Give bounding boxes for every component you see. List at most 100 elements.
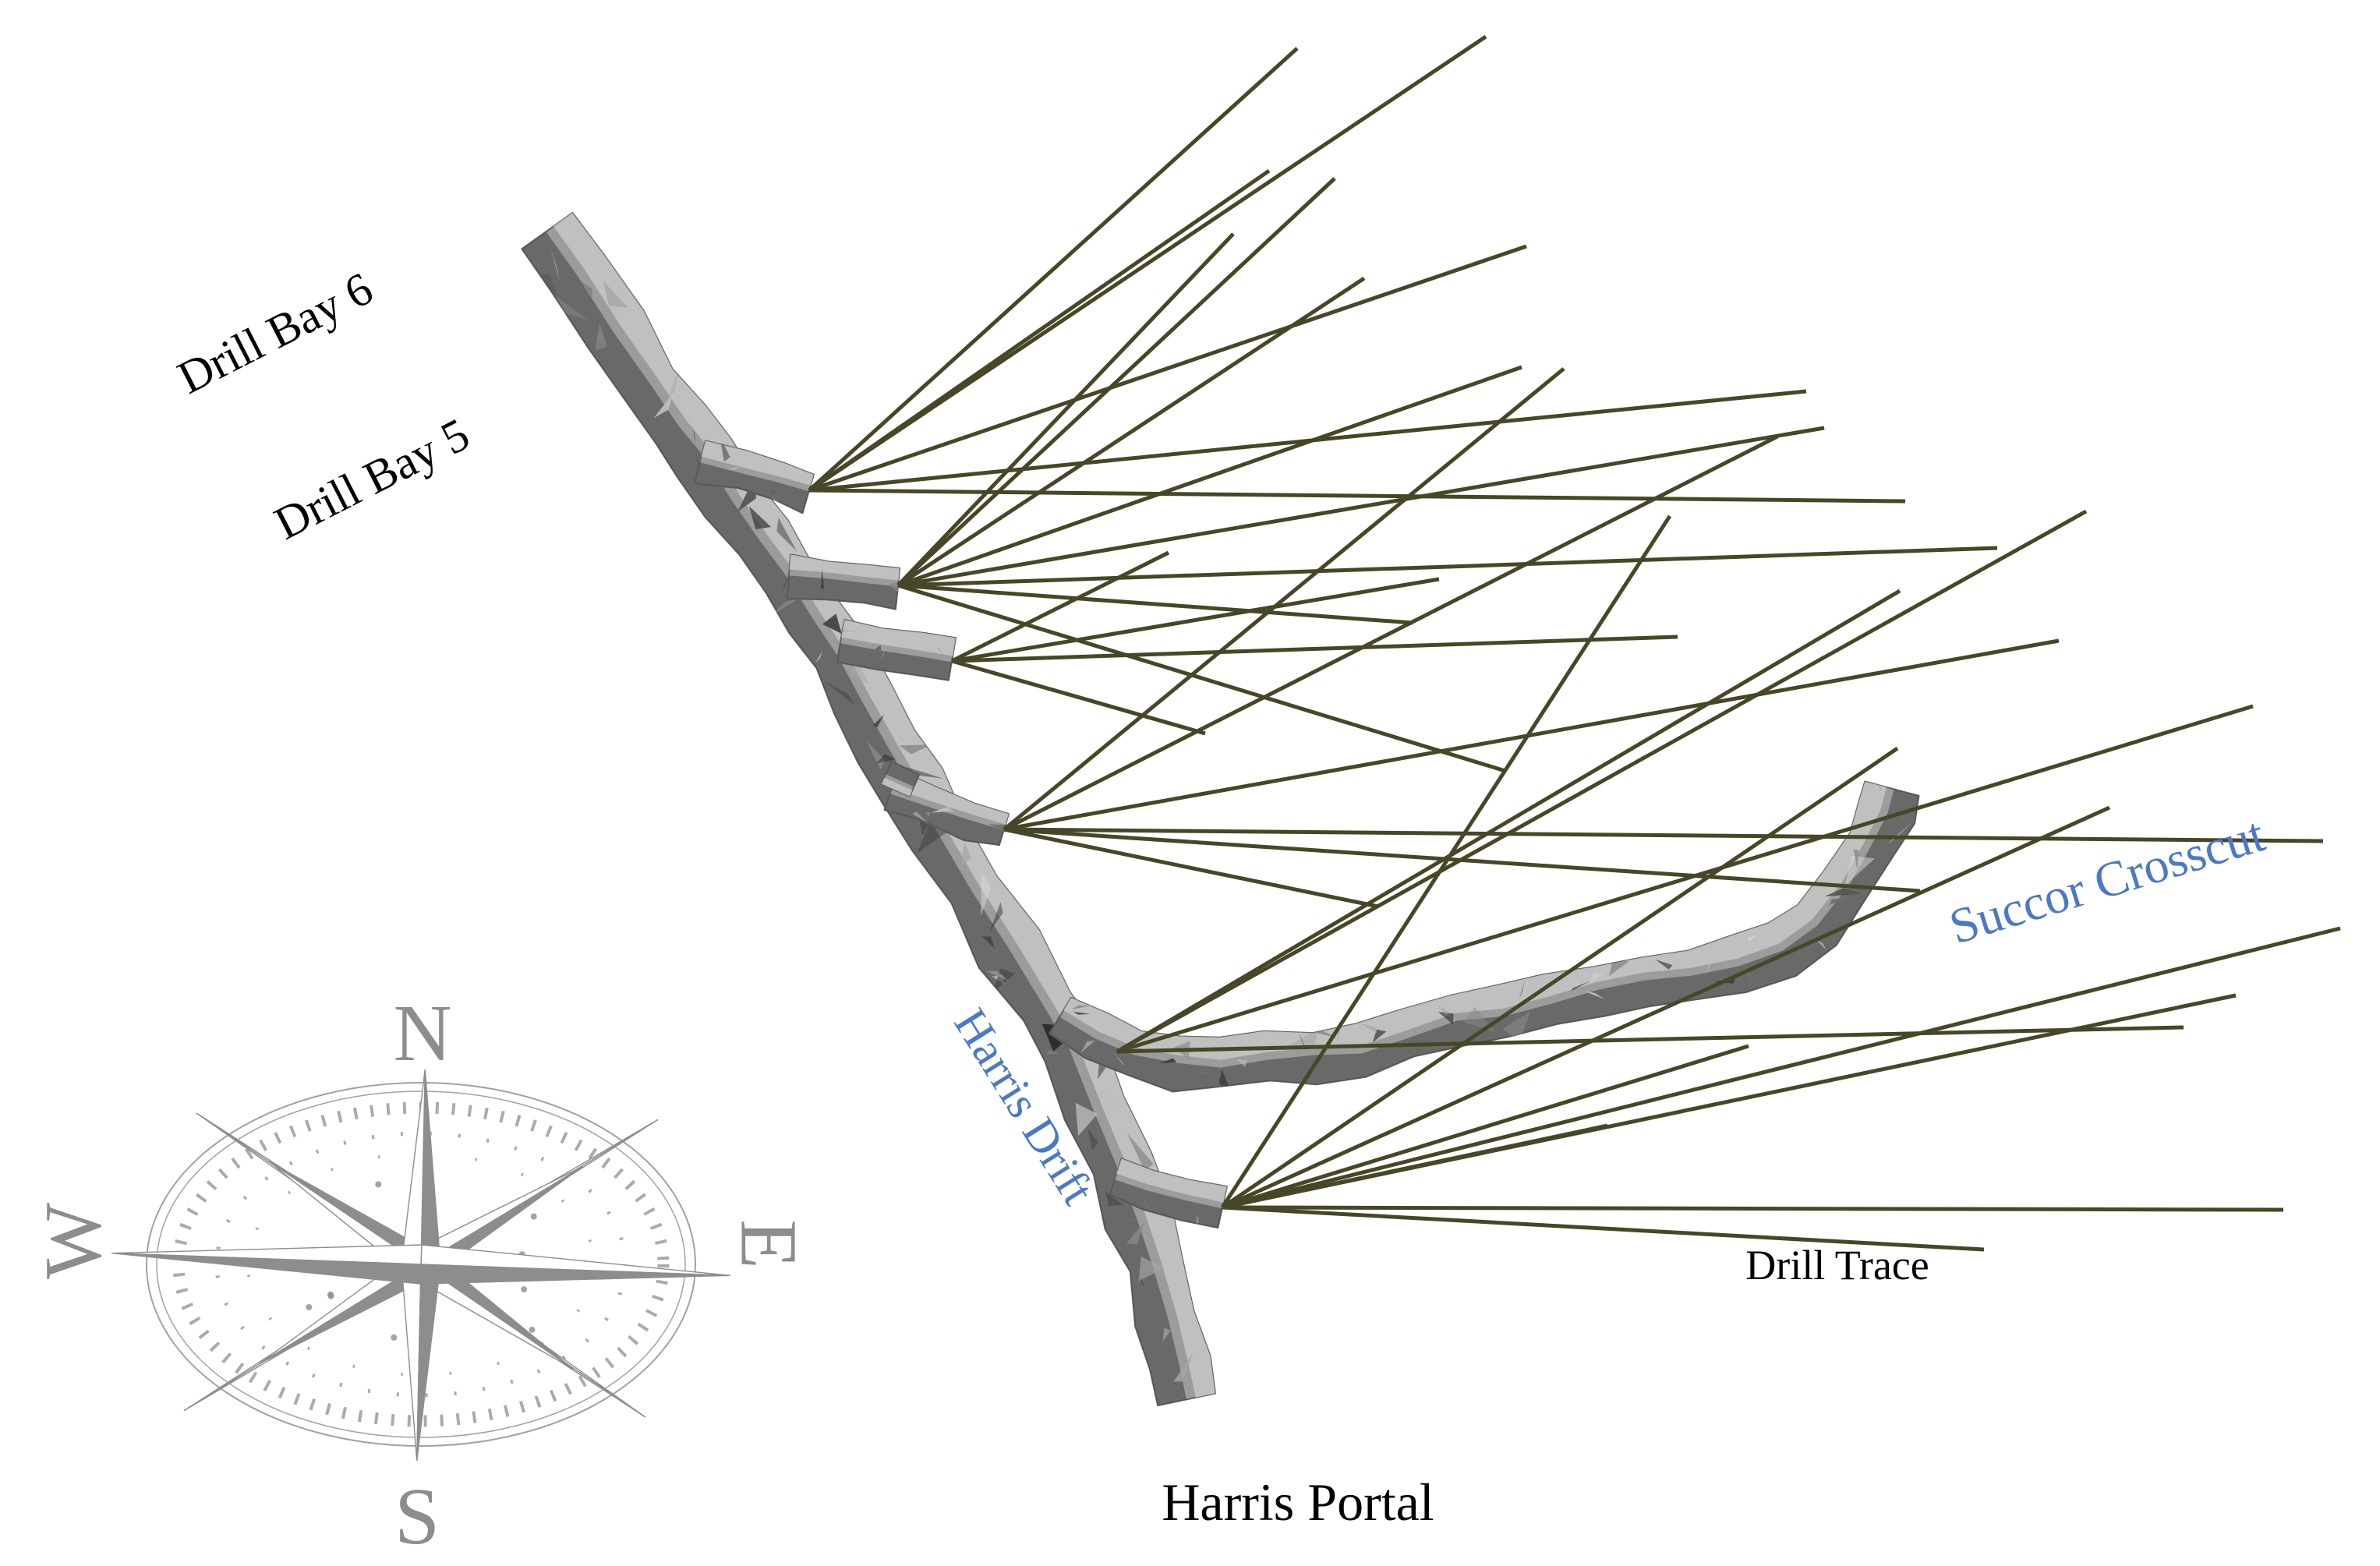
facet [822, 613, 842, 635]
facet [1046, 1050, 1062, 1055]
facet [906, 767, 944, 779]
facet [1462, 992, 1465, 1007]
drill-trace-line [1003, 827, 1379, 909]
facet [781, 567, 790, 595]
facet [988, 824, 1009, 834]
drill-trace-line [1116, 704, 2254, 1054]
facet [582, 282, 592, 298]
facet [550, 246, 560, 282]
facet [899, 744, 932, 755]
facet [1655, 959, 1673, 970]
drill-trace-line [1003, 367, 1565, 831]
facet [776, 518, 797, 552]
compass-dot [306, 1303, 313, 1310]
drill-trace-line [1116, 589, 1901, 1054]
drill-trace-line [808, 488, 1906, 504]
label-drill-bay-6: Drill Bay 6 [170, 262, 381, 403]
drill-trace-line [897, 546, 1998, 588]
compass-letter-north: N [393, 988, 451, 1078]
drill-trace-line [808, 168, 1271, 493]
facet [769, 597, 800, 617]
facet [874, 645, 882, 651]
drill-trace-line [1003, 434, 1779, 832]
drill-trace-line [1003, 638, 2060, 832]
facet [888, 582, 900, 599]
facet [824, 681, 855, 705]
tunnel-highlight [701, 440, 814, 486]
tunnel-facets [912, 802, 1009, 834]
label-drill-trace: Drill Trace [1745, 1242, 1929, 1289]
facet [1140, 1277, 1147, 1292]
facet [1176, 1178, 1180, 1193]
facet [981, 936, 995, 949]
facet [1572, 980, 1592, 991]
facet [931, 806, 949, 813]
drill-trace-line [1003, 827, 2324, 843]
facet [866, 741, 886, 770]
facet [1168, 1061, 1175, 1070]
facet [603, 281, 628, 308]
facet [1098, 1086, 1129, 1114]
fan-bay-5 [896, 177, 1998, 773]
drill-trace-line [896, 177, 1336, 587]
facet [1887, 821, 1913, 844]
tunnel-facets [820, 568, 900, 601]
facet [1236, 1059, 1247, 1068]
facet [737, 472, 757, 512]
facet [1126, 1133, 1154, 1171]
drill-trace-line [808, 244, 1527, 493]
tunnel-drill-bay-4 [836, 618, 957, 681]
drill-trace-line [950, 550, 1170, 663]
fan-bay-4 [950, 550, 1678, 736]
tunnel-drill-bay-1 [1109, 1158, 1228, 1229]
compass-dot [375, 1181, 382, 1188]
facet [1080, 1040, 1095, 1053]
tunnel-shadow [886, 761, 920, 787]
facet [1608, 960, 1629, 977]
compass-ring [214, 1131, 628, 1398]
compass-ring [146, 1082, 696, 1447]
drill-trace-line [897, 583, 1506, 773]
tunnel-highlight [881, 777, 913, 797]
tunnel-highlight [892, 769, 1009, 825]
facet [847, 598, 851, 601]
label-succor-crosscut: Succor Crosscut [1943, 806, 2271, 954]
compass-star [111, 1069, 730, 1462]
facet [674, 458, 690, 472]
tunnel-highlight [841, 619, 957, 656]
facet [990, 902, 1003, 931]
facet [1583, 990, 1604, 999]
facet [881, 647, 886, 659]
facet [1705, 957, 1712, 977]
drill-trace-line [1222, 1123, 1608, 1210]
facet [695, 451, 703, 483]
tunnel-shadow [884, 794, 1004, 846]
compass-dot [327, 1292, 334, 1299]
facet [1073, 1011, 1091, 1015]
compass-letter-south: S [394, 1472, 440, 1561]
compass-ring [156, 1091, 686, 1438]
facet [1126, 1221, 1145, 1244]
facet [875, 754, 896, 764]
facet [1162, 1327, 1171, 1342]
facet [1087, 1128, 1098, 1151]
facet [532, 273, 559, 297]
facet [653, 392, 674, 419]
facet [1590, 973, 1604, 983]
drill-trace-line [896, 276, 1366, 588]
drill-trace-line [1222, 1205, 2284, 1212]
drill-trace-line [1221, 746, 1899, 1210]
tunnel-facets [1071, 783, 1913, 1092]
tunnel-drill-bay-6 [693, 440, 815, 514]
facet [555, 295, 589, 320]
facet [916, 824, 952, 854]
compass-letter-east: E [724, 1219, 814, 1269]
tunnel-highlight [789, 554, 900, 581]
facet [1816, 939, 1827, 950]
facet [925, 811, 931, 817]
drill-trace-line [1222, 926, 2341, 1210]
facet [769, 489, 776, 494]
compass-dot [529, 1326, 536, 1333]
facet [1877, 783, 1882, 790]
